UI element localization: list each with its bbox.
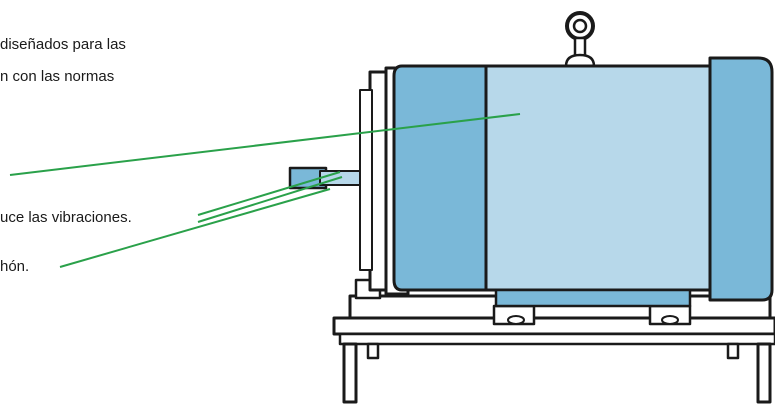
text-line-2: n con las normas bbox=[0, 68, 115, 85]
leader-lines bbox=[9, 113, 521, 268]
leader-line-1 bbox=[9, 113, 521, 176]
motor-illustration bbox=[288, 11, 775, 404]
text-line-1: diseñados para las bbox=[0, 36, 126, 53]
motor-body bbox=[392, 56, 774, 308]
text-line-3: uce las vibraciones. bbox=[0, 209, 132, 226]
leader-line-3 bbox=[197, 171, 341, 216]
text-line-4: hón. bbox=[0, 258, 30, 275]
leader-line-4 bbox=[59, 188, 331, 268]
leader-line-2 bbox=[197, 176, 343, 223]
lifting-eye bbox=[564, 11, 596, 68]
